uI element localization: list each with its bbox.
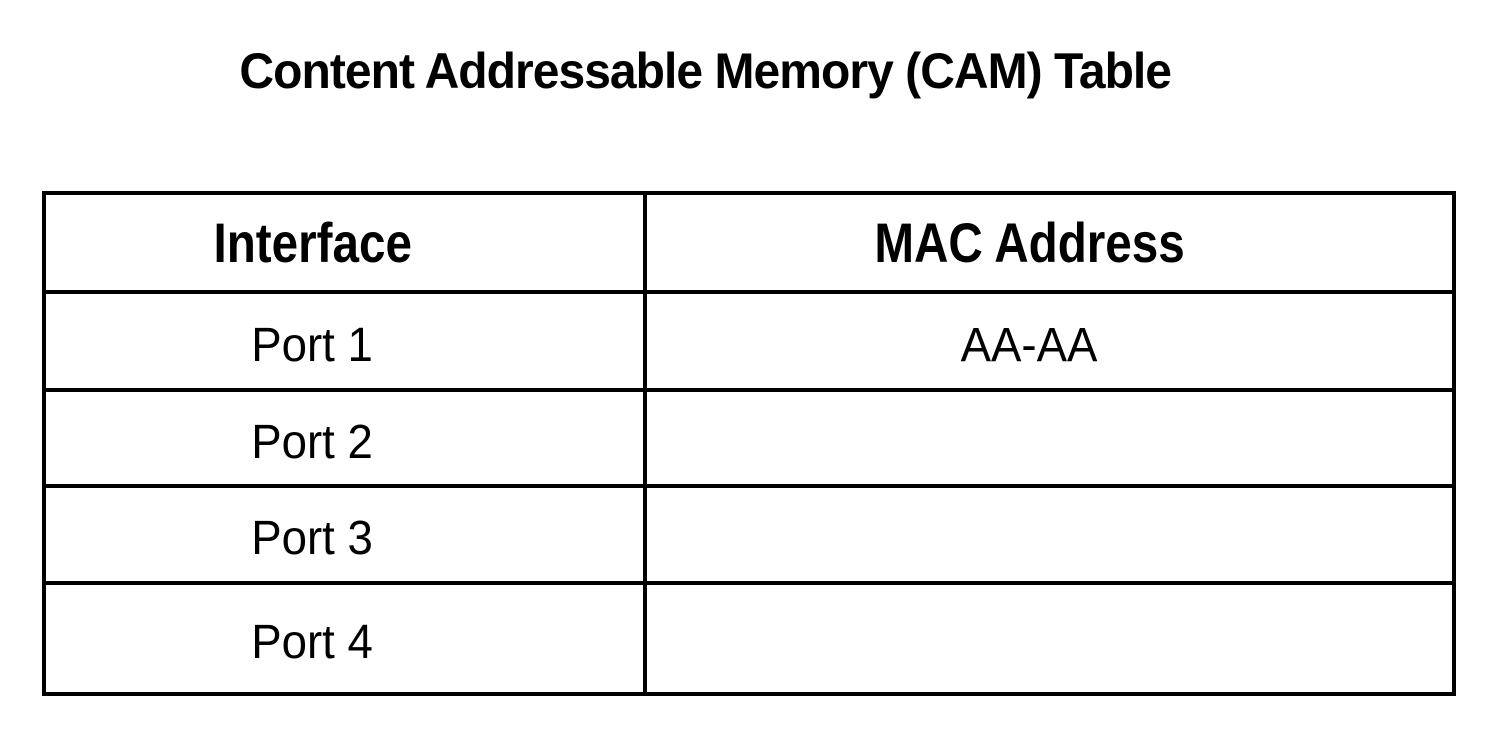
column-header-mac-address-label: MAC Address xyxy=(874,211,1185,274)
cell-interface-text: Port 4 xyxy=(251,616,374,669)
cell-mac-address xyxy=(643,484,1456,585)
table-row-port-1: Port 1 AA-AA xyxy=(42,290,1456,392)
cell-mac-address xyxy=(643,388,1456,488)
column-header-interface-label: Interface xyxy=(213,211,412,274)
table-row-port-3: Port 3 xyxy=(42,484,1456,585)
figure-title-text: Content Addressable Memory (CAM) Table xyxy=(239,43,1172,99)
cell-mac-address-text: AA-AA xyxy=(961,318,1098,372)
cell-interface: Port 3 xyxy=(42,484,647,585)
table-row-port-2: Port 2 xyxy=(42,388,1456,488)
cell-interface: Port 2 xyxy=(42,388,647,488)
cell-interface-text: Port 2 xyxy=(251,415,374,469)
column-header-interface: Interface xyxy=(42,191,647,294)
cell-interface-text: Port 1 xyxy=(251,318,374,372)
cell-interface: Port 4 xyxy=(42,581,647,696)
cell-interface: Port 1 xyxy=(42,290,647,392)
cell-mac-address: AA-AA xyxy=(643,290,1456,392)
header-row: Interface MAC Address xyxy=(42,191,1456,294)
column-header-mac-address: MAC Address xyxy=(643,191,1456,294)
cam-table: Interface MAC Address Port 1 AA-AA Port … xyxy=(42,191,1456,696)
cell-interface-text: Port 3 xyxy=(251,512,374,565)
table-row-port-4: Port 4 xyxy=(42,581,1456,696)
cell-mac-address xyxy=(643,581,1456,696)
figure-title: Content Addressable Memory (CAM) Table xyxy=(0,42,1410,100)
